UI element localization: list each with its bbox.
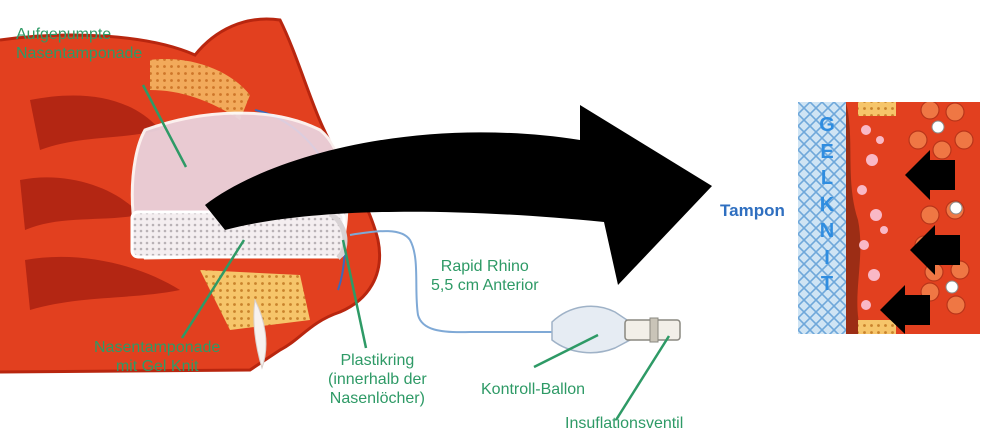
gel-knit-letter: T (812, 271, 842, 298)
gel-knit-letter: E (812, 139, 842, 166)
gel-knit-vertical-label: G E L K N I T (812, 112, 842, 298)
gel-knit-letter: L (812, 165, 842, 192)
label-gelknit-line2: mit Gel Knit (94, 357, 220, 376)
label-plastic-ring: Plastikring (innerhalb der Nasenlöcher) (328, 351, 427, 408)
label-ring-line3: Nasenlöcher) (328, 389, 427, 408)
gel-knit-letter: G (812, 112, 842, 139)
label-gel-knit-tamponade: Nasentamponade mit Gel Knit (94, 338, 220, 376)
label-inflated-tamponade: Aufgepumpte Nasentamponade (16, 25, 142, 63)
control-balloon (552, 306, 630, 352)
label-tampon: Tampon (720, 201, 785, 221)
label-ring-line2: (innerhalb der (328, 370, 427, 389)
label-inflated-line1: Aufgepumpte (16, 25, 142, 44)
insufflation-valve (625, 318, 680, 342)
label-inflated-line2: Nasentamponade (16, 44, 142, 63)
label-gelknit-line1: Nasentamponade (94, 338, 220, 357)
label-product-line2: 5,5 cm Anterior (431, 276, 539, 295)
label-control-balloon: Kontroll-Ballon (481, 380, 585, 399)
label-insufflation-valve: Insuflationsventil (565, 414, 683, 433)
label-ring-line1: Plastikring (328, 351, 427, 370)
label-product-line1: Rapid Rhino (431, 257, 539, 276)
gel-knit-letter: K (812, 192, 842, 219)
gel-knit-letter: N (812, 218, 842, 245)
label-product-name: Rapid Rhino 5,5 cm Anterior (431, 257, 539, 295)
gel-knit-letter: I (812, 245, 842, 272)
